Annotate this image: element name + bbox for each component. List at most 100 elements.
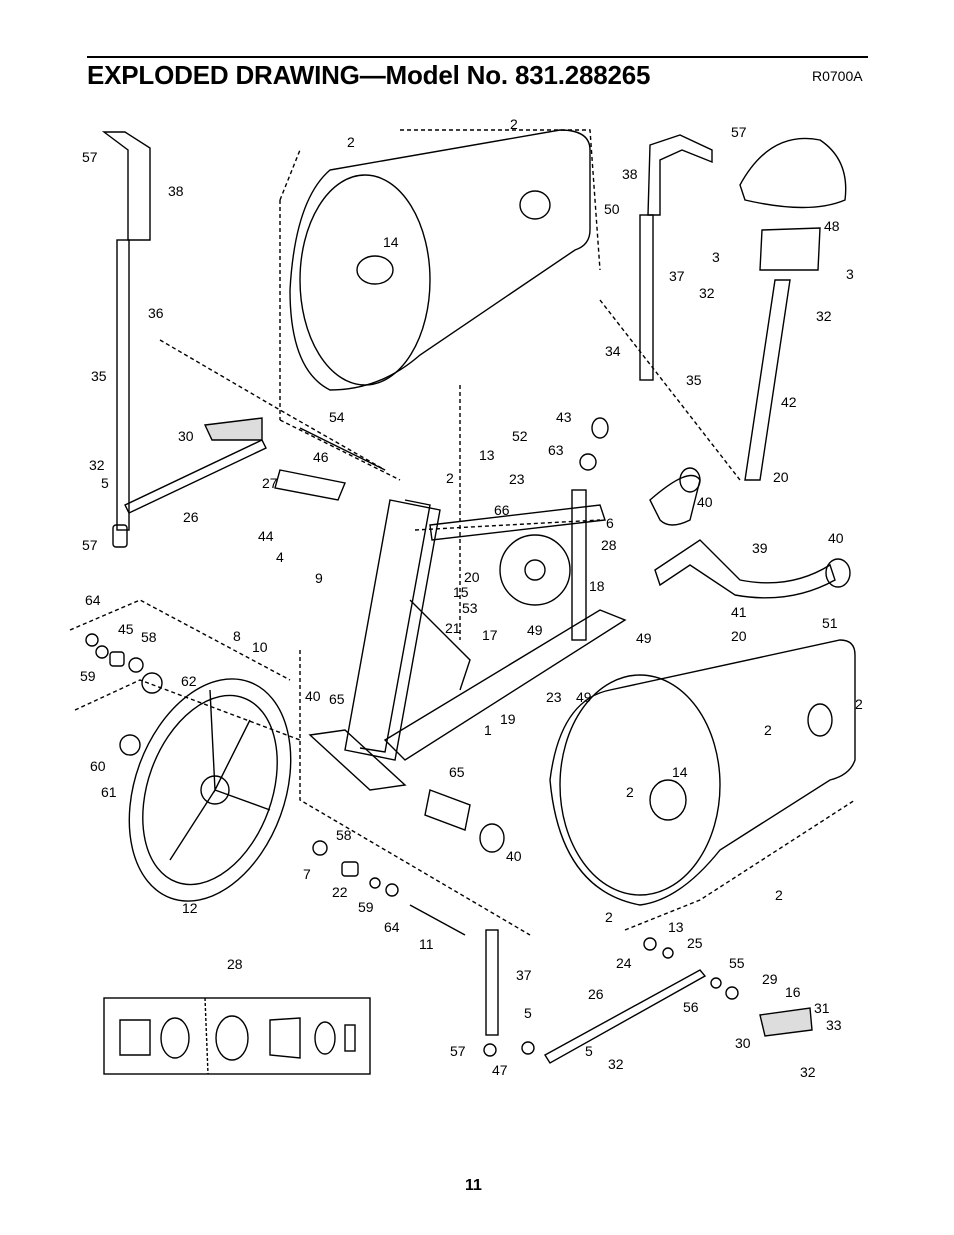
callout: 54	[329, 409, 345, 425]
callout: 20	[731, 628, 747, 644]
callout: 53	[462, 600, 478, 616]
callout: 45	[118, 621, 134, 637]
seat	[739, 137, 847, 271]
callout: 43	[556, 409, 572, 425]
callout: 64	[85, 592, 101, 608]
callout: 23	[509, 471, 525, 487]
callout: 33	[826, 1017, 842, 1033]
callout: 8	[233, 628, 241, 644]
callout: 65	[449, 764, 465, 780]
callout: 61	[101, 784, 117, 800]
callout: 37	[669, 268, 685, 284]
callout-labels: 57 38 36 35 30 32 5 26 57 2 14 50 54 46 …	[80, 116, 863, 1080]
callout: 32	[89, 457, 105, 473]
callout: 40	[697, 494, 713, 510]
callout: 38	[168, 183, 184, 199]
callout: 30	[178, 428, 194, 444]
callout: 40	[828, 530, 844, 546]
callout: 38	[622, 166, 638, 182]
callout: 34	[605, 343, 621, 359]
callout: 42	[781, 394, 797, 410]
assembly-lines	[69, 299, 856, 931]
callout: 15	[453, 584, 469, 600]
callout: 58	[141, 629, 157, 645]
callout: 59	[80, 668, 96, 684]
callout: 35	[686, 372, 702, 388]
lower-shroud-51	[299, 639, 856, 936]
callout: 44	[258, 528, 274, 544]
callout: 13	[668, 919, 684, 935]
callout: 3	[712, 249, 720, 265]
callout: 14	[672, 764, 688, 780]
callout: 7	[303, 866, 311, 882]
callout: 28	[601, 537, 617, 553]
callout: 51	[822, 615, 838, 631]
callout: 41	[731, 604, 747, 620]
callout: 35	[91, 368, 107, 384]
callout: 62	[181, 673, 197, 689]
callout: 2	[626, 784, 634, 800]
callout: 48	[824, 218, 840, 234]
main-frame	[308, 489, 627, 791]
callout: 57	[450, 1043, 466, 1059]
callout: 63	[548, 442, 564, 458]
callout: 13	[479, 447, 495, 463]
callout: 32	[800, 1064, 816, 1080]
callout: 22	[332, 884, 348, 900]
header-rule	[87, 56, 868, 58]
callout: 32	[816, 308, 832, 324]
callout: 49	[527, 622, 543, 638]
upper-shroud-50	[279, 129, 601, 481]
callout: 26	[588, 986, 604, 1002]
callout: 49	[576, 689, 592, 705]
callout: 36	[148, 305, 164, 321]
callout: 31	[814, 1000, 830, 1016]
callout: 37	[516, 967, 532, 983]
callout: 20	[464, 569, 480, 585]
callout: 9	[315, 570, 323, 586]
callout: 6	[606, 515, 614, 531]
callout: 2	[605, 909, 613, 925]
callout: 30	[735, 1035, 751, 1051]
callout: 47	[492, 1062, 508, 1078]
callout: 21	[445, 620, 461, 636]
callout: 59	[358, 899, 374, 915]
flywheel	[128, 678, 292, 902]
callout: 20	[773, 469, 789, 485]
callout: 29	[762, 971, 778, 987]
callout: 66	[494, 502, 510, 518]
page-title: EXPLODED DRAWING—Model No. 831.288265	[87, 60, 651, 90]
callout: 2	[347, 134, 355, 150]
callout: 46	[313, 449, 329, 465]
callout: 50	[604, 201, 620, 217]
callout: 58	[336, 827, 352, 843]
front-stabilizer	[649, 474, 851, 599]
callout: 27	[262, 475, 278, 491]
callout: 11	[419, 936, 434, 952]
callout: 14	[383, 234, 399, 250]
callout: 49	[636, 630, 652, 646]
callout: 5	[101, 475, 109, 491]
callout: 57	[82, 537, 98, 553]
callout: 3	[846, 266, 854, 282]
callout: 64	[384, 919, 400, 935]
hardware-parts	[85, 417, 813, 1064]
callout: 52	[512, 428, 528, 444]
callout: 16	[785, 984, 801, 1000]
callout: 1	[484, 722, 492, 738]
callout: 32	[699, 285, 715, 301]
callout: 2	[510, 116, 518, 132]
callout: 5	[524, 1005, 532, 1021]
callout: 28	[227, 956, 243, 972]
inset-part-28	[103, 997, 371, 1075]
callout: 4	[276, 549, 284, 565]
callout: 40	[506, 848, 522, 864]
callout: 60	[90, 758, 106, 774]
callout: 2	[855, 696, 863, 712]
callout: 55	[729, 955, 745, 971]
callout: 2	[775, 887, 783, 903]
callout: 26	[183, 509, 199, 525]
callout: 32	[608, 1056, 624, 1072]
right-handlebar	[639, 134, 713, 381]
